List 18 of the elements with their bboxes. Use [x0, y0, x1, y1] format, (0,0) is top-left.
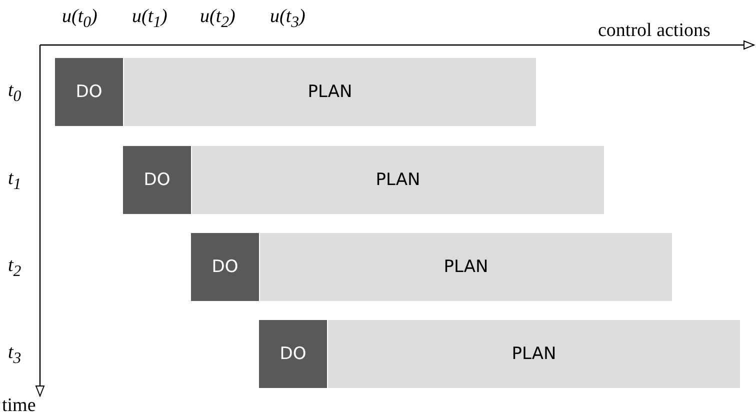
time-label: t$_{2}$	[8, 255, 22, 281]
control-label: u(t$_{2}$)	[200, 6, 236, 32]
plan-block: PLAN	[328, 320, 740, 388]
do-block: DO	[191, 233, 259, 301]
control-label: u(t$_{1}$)	[132, 6, 168, 32]
control-label: u(t$_{0}$)	[62, 6, 98, 32]
control-label: u(t$_{3}$)	[270, 6, 306, 32]
plan-block: PLAN	[124, 58, 536, 126]
do-block: DO	[259, 320, 327, 388]
plan-block: PLAN	[192, 146, 604, 214]
plan-block: PLAN	[260, 233, 672, 301]
time-label: t$_{3}$	[8, 342, 22, 368]
axis-label: time	[2, 395, 36, 417]
do-block: DO	[55, 58, 123, 126]
do-block: DO	[123, 146, 191, 214]
time-label: t$_{1}$	[8, 168, 22, 194]
axis-label: control actions	[598, 20, 710, 42]
time-label: t$_{0}$	[8, 80, 22, 106]
